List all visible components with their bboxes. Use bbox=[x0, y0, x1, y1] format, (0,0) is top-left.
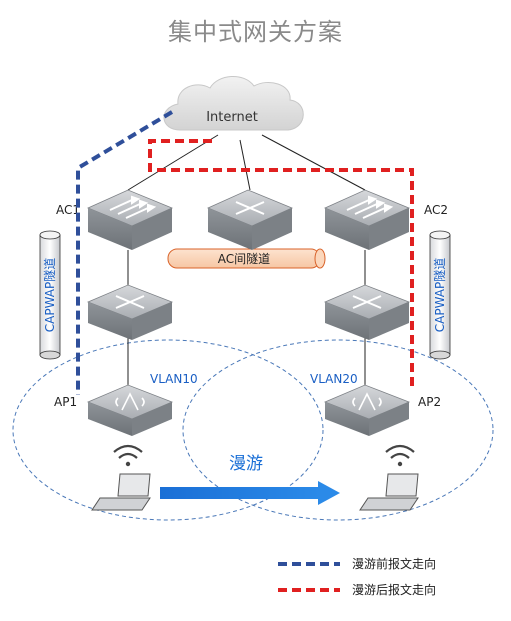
wifi-signal-icon bbox=[385, 444, 415, 467]
ap2-label: AP2 bbox=[418, 395, 441, 409]
access-switch-left bbox=[86, 284, 174, 340]
path-after-roaming bbox=[148, 139, 414, 390]
internet-cloud bbox=[163, 76, 304, 131]
switch-icon bbox=[235, 201, 265, 215]
ap1-device bbox=[86, 384, 174, 436]
router-icon bbox=[109, 195, 157, 219]
vlan10-label: VLAN10 bbox=[150, 372, 198, 386]
ac-tunnel bbox=[167, 248, 326, 269]
wireless-ap-icon bbox=[352, 392, 382, 411]
access-switch-right bbox=[323, 284, 411, 340]
ac1-label: AC1 bbox=[56, 203, 80, 217]
capwap-label-left: CAPWAP隧道 bbox=[42, 258, 57, 332]
vlan20-label: VLAN20 bbox=[310, 372, 358, 386]
wireless-ap-icon bbox=[115, 392, 145, 411]
laptop-icon bbox=[91, 473, 151, 511]
capwap-label-right: CAPWAP隧道 bbox=[432, 258, 447, 332]
roaming-label: 漫游 bbox=[229, 454, 263, 474]
switch-icon bbox=[115, 295, 145, 309]
laptop-icon bbox=[359, 473, 419, 511]
legend-label-after: 漫游后报文走向 bbox=[352, 582, 436, 597]
core-switch bbox=[206, 189, 294, 250]
ap2-device bbox=[323, 384, 411, 436]
ac-tunnel-label: AC间隧道 bbox=[218, 251, 270, 266]
ap1-label: AP1 bbox=[54, 395, 77, 409]
diagram-title: 集中式网关方案 bbox=[168, 18, 343, 46]
legend: 漫游前报文走向 漫游后报文走向 bbox=[278, 556, 436, 597]
switch-icon bbox=[352, 295, 382, 309]
roaming-arrow bbox=[160, 481, 340, 505]
legend-label-before: 漫游前报文走向 bbox=[352, 556, 436, 571]
ac1-device bbox=[86, 189, 174, 250]
vlan20-area bbox=[182, 339, 494, 521]
wifi-signal-icon bbox=[113, 444, 143, 467]
ac2-label: AC2 bbox=[424, 203, 448, 217]
vlan10-area bbox=[12, 339, 324, 521]
capwap-tunnel-right bbox=[429, 230, 451, 360]
router-icon bbox=[346, 195, 394, 219]
path-before-roaming bbox=[76, 110, 174, 395]
capwap-tunnel-left bbox=[39, 230, 61, 360]
internet-label: Internet bbox=[206, 110, 258, 125]
topology-links bbox=[127, 134, 366, 385]
ac2-device bbox=[323, 189, 411, 250]
